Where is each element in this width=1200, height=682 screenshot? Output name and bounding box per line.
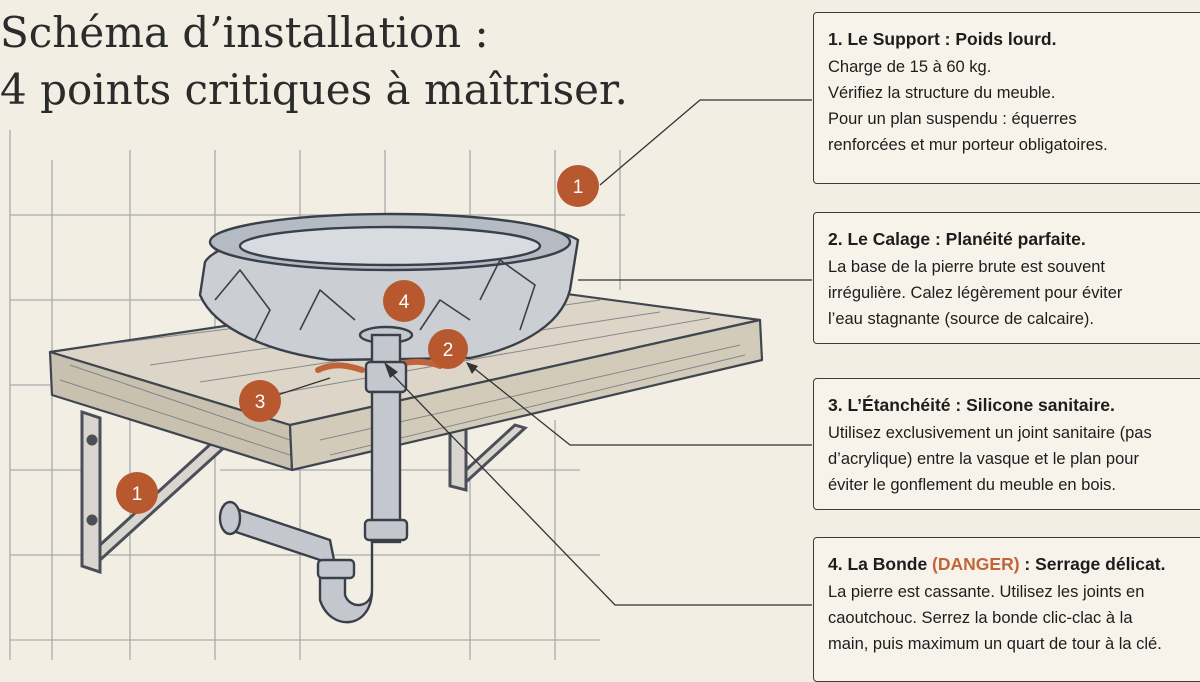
callout-leveling-line: l’eau stagnante (source de calcaire). bbox=[828, 310, 1094, 328]
leader-arrows bbox=[384, 362, 478, 378]
svg-text:1: 1 bbox=[132, 484, 143, 505]
marker-4: 4 bbox=[383, 280, 425, 322]
callout-leveling-line: irrégulière. Calez légèrement pour évite… bbox=[828, 284, 1123, 302]
callout-support-heading: 1. Le Support : Poids lourd. bbox=[828, 29, 1057, 49]
svg-text:2: 2 bbox=[443, 340, 454, 361]
callout-drain-heading-a: 4. La Bonde bbox=[828, 554, 933, 574]
drain-and-trap bbox=[218, 325, 414, 624]
danger-label: (DANGER) bbox=[932, 554, 1020, 574]
marker-3: 3 bbox=[239, 380, 281, 422]
wall-bracket-left bbox=[80, 409, 231, 575]
callout-drain: 4. La Bonde (DANGER) : Serrage délicat. … bbox=[813, 537, 1200, 682]
callout-sealing-line: éviter le gonflement du meuble en bois. bbox=[828, 476, 1117, 494]
callout-drain-heading-b: : Serrage délicat. bbox=[1019, 554, 1166, 574]
callout-drain-line: main, puis maximum un quart de tour à la… bbox=[828, 635, 1162, 653]
callout-support: 1. Le Support : Poids lourd. Charge de 1… bbox=[813, 12, 1200, 184]
callout-support-line: Charge de 15 à 60 kg. bbox=[828, 58, 992, 76]
callout-leveling: 2. Le Calage : Planéité parfaite. La bas… bbox=[813, 212, 1200, 344]
svg-text:1: 1 bbox=[573, 177, 584, 198]
callout-drain-heading: 4. La Bonde (DANGER) : Serrage délicat. bbox=[828, 549, 1198, 579]
marker-1-top: 1 bbox=[557, 165, 599, 207]
svg-text:3: 3 bbox=[255, 392, 266, 413]
callout-sealing-line: d’acrylique) entre la vasque et le plan … bbox=[828, 450, 1139, 468]
callout-drain-line: La pierre est cassante. Utilisez les joi… bbox=[828, 583, 1145, 601]
callout-sealing-heading: 3. L’Étanchéité : Silicone sanitaire. bbox=[828, 395, 1115, 415]
callout-drain-line: caoutchouc. Serrez la bonde clic-clac à … bbox=[828, 609, 1133, 627]
callout-support-line: renforcées et mur porteur obligatoires. bbox=[828, 136, 1108, 154]
callout-leveling-heading: 2. Le Calage : Planéité parfaite. bbox=[828, 229, 1086, 249]
callout-sealing-line: Utilisez exclusivement un joint sanitair… bbox=[828, 424, 1152, 442]
callout-leveling-line: La base de la pierre brute est souvent bbox=[828, 258, 1106, 276]
marker-2: 2 bbox=[428, 329, 468, 369]
svg-text:4: 4 bbox=[399, 292, 410, 313]
callout-support-line: Vérifiez la structure du meuble. bbox=[828, 84, 1056, 102]
callout-sealing: 3. L’Étanchéité : Silicone sanitaire. Ut… bbox=[813, 378, 1200, 510]
leader-lines bbox=[261, 99, 812, 606]
title-line-2: 4 points critiques à maîtriser. bbox=[0, 65, 628, 114]
page-title: Schéma d’installation : 4 points critiqu… bbox=[0, 4, 628, 118]
callout-support-line: Pour un plan suspendu : équerres bbox=[828, 110, 1077, 128]
title-line-1: Schéma d’installation : bbox=[0, 8, 489, 57]
marker-1-bracket: 1 bbox=[116, 472, 158, 514]
